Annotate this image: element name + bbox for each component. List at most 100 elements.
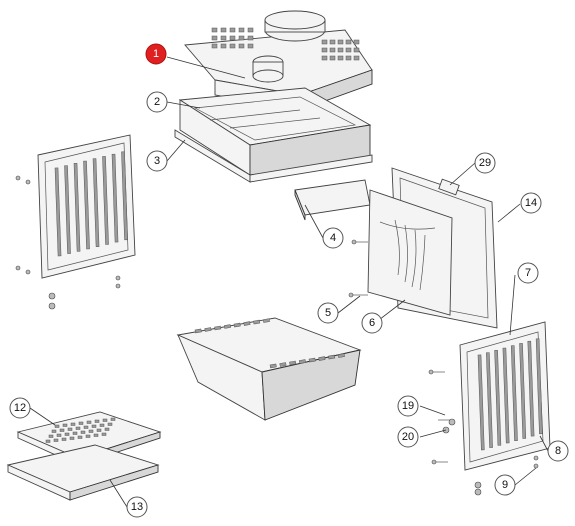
callout-3[interactable]: 3 [146, 150, 168, 172]
ash-pan-hole [77, 435, 83, 439]
callout-5[interactable]: 5 [317, 302, 339, 324]
top-cover-hole [229, 43, 236, 49]
svg-text:3: 3 [154, 155, 160, 167]
callout-19[interactable]: 19 [397, 395, 419, 417]
grate-slot [289, 360, 297, 366]
svg-text:9: 9 [502, 479, 508, 491]
ash-pan-hole [104, 427, 110, 431]
grate-slot [328, 354, 336, 360]
ash-pan-hole [61, 437, 67, 441]
callout-14[interactable]: 14 [520, 192, 542, 214]
left-panel-screws [15, 175, 121, 310]
base-plate-part[interactable] [294, 179, 371, 221]
callout-4[interactable]: 4 [322, 227, 344, 249]
top-cover-hole [353, 39, 360, 45]
ash-pan-hole [45, 439, 51, 443]
left-side-grill-panel[interactable] [37, 134, 136, 279]
ash-pan-hole [54, 424, 60, 428]
callout-2[interactable]: 2 [146, 91, 168, 113]
top-cover-hole [247, 43, 254, 49]
ash-pan-hole [80, 430, 86, 434]
ash-pan-hole [110, 417, 116, 421]
grill-slot [494, 350, 502, 446]
top-cover-hole [220, 35, 227, 41]
grate-slot [298, 359, 306, 364]
ash-pan-hole [107, 422, 113, 426]
ash-pan-hole [88, 429, 94, 433]
top-cover-hole [220, 27, 227, 33]
callout-13[interactable]: 13 [126, 496, 148, 518]
grate-slot [318, 356, 326, 361]
ash-pan-hole [69, 436, 75, 440]
grate-slot [337, 353, 345, 358]
svg-text:14: 14 [525, 197, 537, 209]
grill-slot [502, 347, 510, 444]
ash-pan-hole [75, 426, 81, 430]
ash-drawer-part[interactable] [6, 444, 160, 501]
top-cover-hole [229, 27, 236, 33]
right-panel-screws [428, 369, 539, 496]
callout-7[interactable]: 7 [517, 262, 539, 284]
svg-text:20: 20 [402, 431, 414, 443]
callout-8[interactable]: 8 [547, 440, 569, 462]
ash-pan-hole [62, 423, 68, 427]
grill-slot [519, 343, 527, 439]
callout-9[interactable]: 9 [494, 474, 516, 496]
top-cover-hole [321, 47, 328, 53]
firebox-body-part[interactable] [174, 87, 373, 183]
right-side-grill-panel[interactable] [459, 321, 551, 471]
callout-29[interactable]: 29 [474, 152, 496, 174]
grill-slot [486, 352, 493, 448]
grill-slot [111, 153, 119, 243]
callout-20[interactable]: 20 [397, 426, 419, 448]
top-cover-hole [329, 39, 336, 45]
top-cover-hole [321, 55, 328, 61]
grate-slot [223, 324, 231, 329]
ash-pan-hole [91, 424, 97, 428]
top-cover-hole [211, 35, 218, 41]
decorative-front-plate-part[interactable] [367, 189, 453, 316]
ash-pan-hole [86, 420, 92, 424]
top-cover-hole [337, 39, 344, 45]
grate-slot [243, 321, 251, 326]
bolts-part[interactable] [348, 239, 368, 298]
ash-pan-hole [78, 421, 84, 425]
top-cover-hole [329, 55, 336, 61]
callout-1[interactable]: 1 [145, 43, 167, 65]
ash-pan-hole [59, 428, 65, 432]
svg-text:7: 7 [525, 267, 531, 279]
grate-slot [214, 325, 222, 331]
ash-pan-hole [53, 438, 59, 442]
svg-text:12: 12 [14, 402, 26, 414]
grate-slot [194, 328, 202, 334]
callout-12[interactable]: 12 [9, 397, 31, 419]
top-cover-hole [229, 35, 236, 41]
grill-slot [121, 151, 128, 241]
ash-grate-housing-part[interactable] [176, 317, 362, 421]
svg-text:13: 13 [131, 501, 143, 513]
top-cover-hole [337, 55, 344, 61]
grate-slot [233, 322, 241, 328]
top-cover-hole [321, 39, 328, 45]
ash-pan-hole [51, 429, 57, 433]
grill-slot [73, 163, 81, 252]
callout-6[interactable]: 6 [361, 312, 383, 334]
ash-pan-hole [102, 418, 108, 422]
top-cover-hole [329, 47, 336, 53]
ash-pan-hole [85, 434, 91, 438]
ash-pan-hole [72, 431, 78, 435]
grate-slot [279, 362, 287, 367]
grate-slot [308, 357, 316, 363]
svg-text:8: 8 [555, 445, 561, 457]
svg-text:19: 19 [402, 400, 414, 412]
svg-text:1: 1 [153, 48, 159, 60]
ash-pan-hole [99, 423, 105, 427]
top-cover-hole [345, 39, 352, 45]
ash-pan-hole [93, 433, 99, 437]
grill-slot [477, 354, 485, 451]
grill-slot [535, 338, 543, 435]
svg-text:2: 2 [154, 96, 160, 108]
grill-slot [92, 158, 100, 248]
ash-pan-hole [48, 434, 54, 438]
svg-text:29: 29 [479, 157, 491, 169]
